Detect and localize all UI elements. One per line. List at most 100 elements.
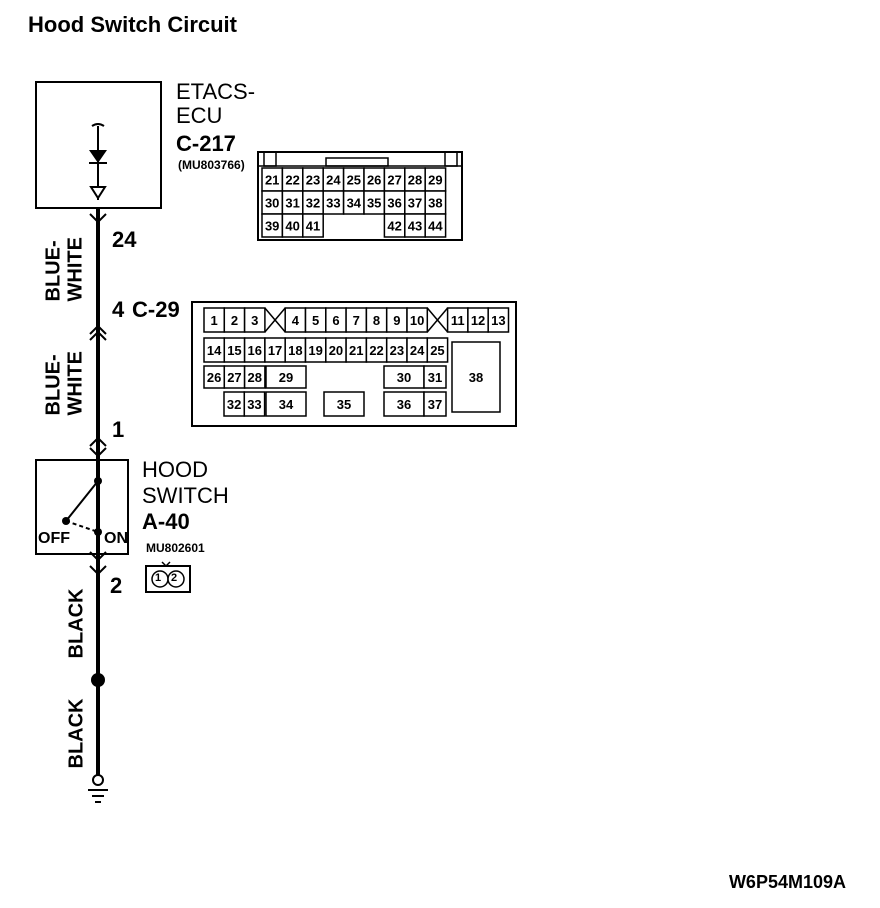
diagram-title: Hood Switch Circuit [28,12,237,37]
c29-pin-36-cell [383,391,425,417]
c29-pin-33-cell [243,391,266,417]
c29-pin-label: 4 [112,297,125,322]
c29-pin-12: 12 [471,313,485,328]
c29-pin-13: 13 [491,313,505,328]
a40-pin-2: 2 [171,572,178,584]
c29-pin-38-cell [451,341,501,413]
c217-pin-23: 23 [306,173,320,188]
c217-pin-24: 24 [326,173,341,188]
etacs-pin-label: 24 [112,227,137,252]
c217-pin-38: 38 [428,196,442,211]
c29-pin-28: 28 [248,370,262,385]
pin-2-chevron [89,565,107,576]
c29-pin-16: 16 [248,343,262,358]
c29-pin-21: 21 [349,343,363,358]
c29-pin-14: 14 [207,343,222,358]
c217-pin-43: 43 [408,219,422,234]
c217-pin-41-cell [302,213,324,238]
c29-pin-38: 38 [469,370,483,385]
diode-icon [89,150,107,163]
c29-pin-31-cell [423,365,447,389]
c29-chevron [89,324,107,341]
c29-pin-7: 7 [353,313,360,328]
c29-blank-11 [426,307,449,333]
c29-pin-15: 15 [227,343,241,358]
c217-pin-35: 35 [367,196,381,211]
c29-pin-10-cell [406,307,429,333]
switch-on-label: ON [104,530,128,547]
c29-blank-3 [264,307,286,333]
c217-pin-44: 44 [428,219,443,234]
c29-pin-25: 25 [430,343,444,358]
ground-icon [92,774,104,786]
c29-pin-2: 2 [231,313,238,328]
a40-pin-1: 1 [155,572,162,584]
c29-pin-28-cell [243,365,266,389]
c29-pin-29-cell [265,365,307,389]
c29-pin-26: 26 [207,370,221,385]
etacs-name-line2: ECU [176,103,223,128]
c29-pin-3-cell [243,307,266,333]
c217-pin-28: 28 [408,173,422,188]
c217-pin-25: 25 [347,173,361,188]
hood-switch-part-number: MU802601 [146,541,205,555]
c217-pin-40: 40 [285,219,299,234]
c29-pin-18: 18 [288,343,302,358]
c29-pin-1: 1 [211,313,218,328]
c217-pin-22: 22 [285,173,299,188]
c29-pin-30: 30 [397,370,411,385]
c29-pin-35-cell [323,391,365,417]
c29-pin-9: 9 [393,313,400,328]
c217-pin-41: 41 [306,219,320,234]
pin-1-chevron [89,436,107,447]
c29-pin-4: 4 [292,313,300,328]
c29-pin-8: 8 [373,313,380,328]
pin-24-chevron [89,213,107,224]
c217-pin-44-cell [424,213,447,238]
c29-pin-19: 19 [308,343,322,358]
ground-arrow-icon [89,186,107,200]
c29-pin-24: 24 [410,343,425,358]
hood-switch-connector: A-40 [142,509,190,534]
c29-pin-11: 11 [451,313,465,328]
hood-switch-box [35,459,129,555]
c217-pin-37: 37 [408,196,422,211]
c29-pin-37-cell [423,391,447,417]
figure-code: W6P54M109A [728,872,846,892]
c29-pin-20: 20 [329,343,343,358]
wire2-pin-label: 1 [112,417,125,442]
c217-pin-36: 36 [387,196,401,211]
c217-pin-32: 32 [306,196,320,211]
c29-pin-17: 17 [268,343,282,358]
wire4-label: BLACK [65,698,88,769]
c29-connector-label: C-29 [132,297,180,322]
c29-pin-25-cell [426,337,449,363]
switch-off-label: OFF [38,530,70,547]
c29-pin-27: 27 [227,370,241,385]
c29-pin-3: 3 [251,313,258,328]
etacs-part-number: (MU803766) [178,158,245,172]
c29-pin-5: 5 [312,313,319,328]
c217-pin-21: 21 [265,173,279,188]
c29-pin-22: 22 [369,343,383,358]
c29-pin-34: 34 [279,397,294,412]
c29-pin-36: 36 [397,397,411,412]
c29-pin-31: 31 [428,370,442,385]
c29-pin-33: 33 [247,397,261,412]
c217-pin-33: 33 [326,196,340,211]
c217-pin-26: 26 [367,173,381,188]
c29-pin-23: 23 [390,343,404,358]
c29-pin-34-cell [265,391,307,417]
c217-pin-34: 34 [347,196,362,211]
c29-pin-35: 35 [337,397,351,412]
wire2-label-line1: BLUE- [42,354,65,416]
hood-switch-name-line2: SWITCH [142,483,229,508]
switch-lever [65,480,99,522]
wire2-label-line2: WHITE [64,351,87,416]
etacs-connector: C-217 [176,131,236,156]
c29-pin-32: 32 [227,397,241,412]
c29-pin-6: 6 [332,313,339,328]
